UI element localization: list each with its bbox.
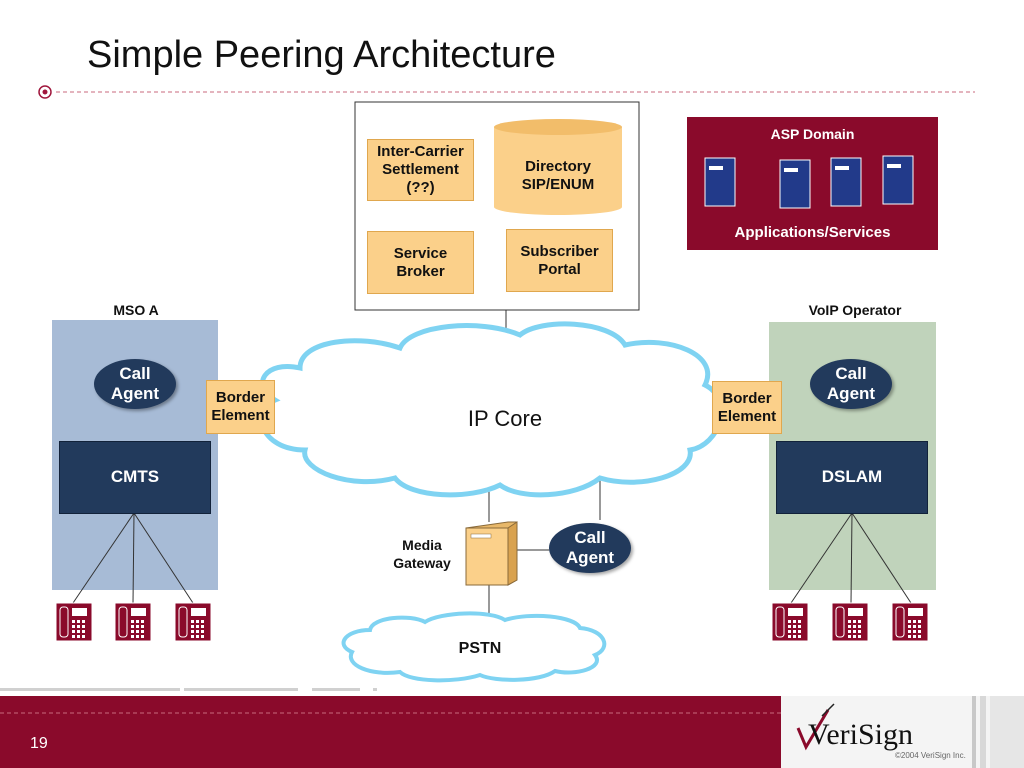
telephone-icon: [831, 602, 869, 642]
verisign-check-icon: [796, 703, 835, 751]
slide-title: Simple Peering Architecture: [87, 34, 556, 76]
verisign-logo-text: VeriSign: [808, 718, 913, 751]
directory-label: Directory SIP/ENUM: [521, 158, 595, 193]
telephone-icon: [174, 602, 212, 642]
telephone-icon: [114, 602, 152, 642]
voip-border-element: Border Element: [712, 381, 782, 434]
core-call-agent: Call Agent: [549, 523, 631, 573]
footer-bar: [0, 688, 1024, 768]
copyright-text: ©2004 VeriSign Inc.: [895, 751, 966, 760]
bullet-star-icon: [38, 85, 52, 99]
asp-applications-label: Applications/Services: [734, 224, 891, 241]
mso-border-element: Border Element: [206, 380, 275, 434]
asp-domain-title: ASP Domain: [770, 125, 855, 142]
dslam-box: DSLAM: [777, 442, 927, 513]
server-icon-1: [704, 157, 736, 207]
ip-core-label: IP Core: [467, 405, 543, 431]
inter-carrier-settlement-box: Inter-Carrier Settlement (??): [367, 139, 474, 201]
pstn-label: PSTN: [458, 640, 502, 658]
server-icon-2: [779, 159, 811, 209]
cmts-box: CMTS: [60, 442, 210, 513]
service-broker-box: Service Broker: [367, 231, 474, 294]
mso-call-agent: Call Agent: [94, 359, 176, 409]
directory-cylinder: [494, 119, 622, 215]
telephone-icon: [891, 602, 929, 642]
telephone-icon: [771, 602, 809, 642]
server-icon-4: [882, 155, 914, 205]
connector-lines: [72, 310, 912, 615]
media-gateway-server-icon: [465, 521, 518, 586]
subscriber-portal-box: Subscriber Portal: [506, 229, 613, 292]
media-gateway-label: Media Gateway: [393, 537, 451, 572]
voip-call-agent: Call Agent: [810, 359, 892, 409]
ip-core-cloud: [259, 321, 724, 498]
voip-operator-label: VoIP Operator: [808, 302, 902, 318]
mso-a-label: MSO A: [113, 302, 159, 318]
page-number: 19: [30, 735, 48, 752]
server-icon-3: [830, 157, 862, 207]
pstn-cloud: [341, 611, 607, 683]
telephone-icon: [55, 602, 93, 642]
